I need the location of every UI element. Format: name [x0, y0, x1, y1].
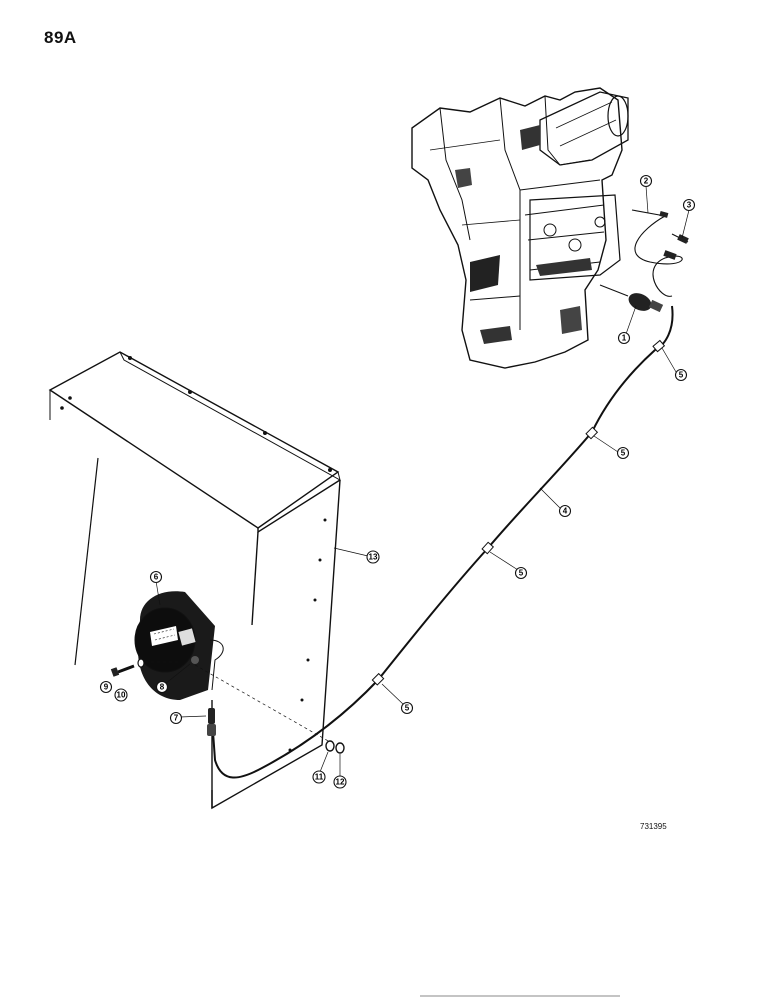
callout-5d-label: 5	[405, 704, 410, 713]
callout-10-label: 10	[117, 691, 126, 700]
callout-1-label: 1	[622, 334, 627, 343]
sheet-metal-panel	[48, 351, 341, 810]
callout-5c-label: 5	[519, 569, 524, 578]
callout-5-lower: 5	[400, 701, 414, 715]
callout-10: 10	[114, 688, 128, 702]
harness-clips	[371, 339, 666, 686]
washer	[137, 658, 145, 668]
callout-7: 7	[169, 711, 183, 725]
callout-4: 4	[558, 504, 572, 518]
callout-13-label: 13	[369, 553, 378, 562]
callout-12-label: 12	[336, 778, 345, 787]
callout-6: 6	[149, 570, 163, 584]
callout-7-label: 7	[174, 714, 179, 723]
callout-11-label: 11	[315, 773, 324, 782]
lock-washer	[335, 742, 345, 754]
callout-2-label: 2	[644, 177, 649, 186]
callout-5b-label: 5	[621, 449, 626, 458]
callout-5-upper: 5	[616, 446, 630, 460]
transmission-housing	[411, 87, 629, 369]
callout-8: 8	[155, 680, 169, 694]
callout-6-label: 6	[154, 573, 159, 582]
wire-lead-2	[631, 209, 683, 297]
callout-9: 9	[99, 680, 113, 694]
page-number: 89A	[44, 28, 77, 47]
connector-7	[207, 708, 216, 736]
callout-13: 13	[366, 550, 380, 564]
sender-switch	[599, 284, 664, 313]
callout-2: 2	[639, 174, 653, 188]
callout-8-label: 8	[160, 683, 165, 692]
callout-9-label: 9	[104, 683, 109, 692]
callout-3: 3	[682, 198, 696, 212]
callout-4-label: 4	[563, 507, 568, 516]
connector-3	[671, 233, 689, 244]
mounting-bolt	[110, 664, 135, 677]
figure-code: 731395	[640, 822, 667, 831]
nut	[325, 740, 335, 752]
callout-5a-label: 5	[679, 371, 684, 380]
callout-3-label: 3	[687, 201, 692, 210]
callout-5-top: 5	[674, 368, 688, 382]
callout-11: 11	[312, 770, 326, 784]
leader-lines	[155, 185, 690, 776]
callout-12: 12	[333, 775, 347, 789]
callout-5-middle: 5	[514, 566, 528, 580]
harness-wire-4	[212, 305, 674, 779]
callout-1: 1	[617, 331, 631, 345]
hourmeter-gauge	[134, 591, 224, 700]
